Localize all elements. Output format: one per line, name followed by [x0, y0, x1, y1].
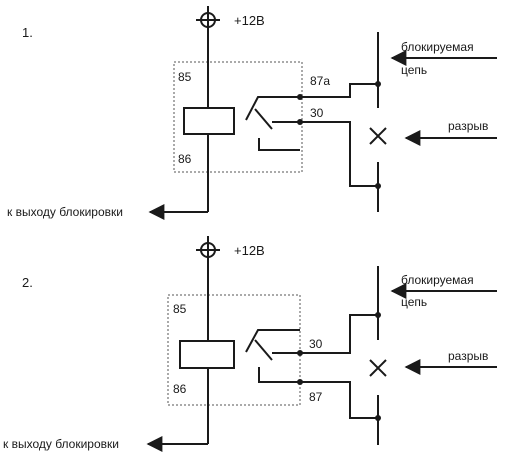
diagram-1-contact-87a: 87а — [310, 74, 330, 88]
diagram-2-coil — [179, 340, 235, 369]
diagram-1-supply-label: +12В — [234, 13, 265, 28]
diagram-1: 1. +12В 85 86 к выходу блокировки 87а 30 — [7, 6, 497, 220]
diagram-2-break-label: разрыв — [448, 349, 488, 363]
diagram-2-circuit-label-1: блокируемая — [401, 273, 474, 287]
diagram-2-number: 2. — [22, 275, 33, 290]
diagram-2-supply-label: +12В — [234, 243, 265, 258]
diagram-1-circuit-label-1: блокируемая — [401, 40, 474, 54]
diagram-1-coil — [183, 107, 235, 135]
diagram-1-output-label: к выходу блокировки — [7, 205, 123, 219]
terminal-crosshair-icon — [196, 236, 220, 264]
diagram-2-output-label: к выходу блокировки — [3, 437, 119, 451]
diagram-1-circuit-label-2: цепь — [401, 63, 427, 77]
break-x-icon — [369, 359, 387, 377]
diagram-1-pin-85: 85 — [178, 70, 192, 84]
diagram-1-pin-86: 86 — [178, 152, 192, 166]
diagram-1-switch-blade — [254, 108, 273, 130]
break-x-icon — [369, 127, 387, 145]
diagram-1-contact-30: 30 — [310, 106, 324, 120]
diagram-2-contact-30: 30 — [309, 337, 323, 351]
diagram-2-pin-86: 86 — [173, 382, 187, 396]
diagram-2-circuit-label-2: цепь — [401, 295, 427, 309]
terminal-crosshair-icon — [196, 6, 220, 34]
diagram-2: 2. +12В 85 86 к выходу блокировки 30 87 — [3, 236, 497, 452]
diagram-1-number: 1. — [22, 25, 33, 40]
diagram-1-relay-housing — [173, 61, 303, 173]
diagram-2-pin-85: 85 — [173, 302, 187, 316]
diagram-2-switch-blade — [254, 339, 273, 361]
diagram-2-relay-housing — [167, 294, 301, 406]
diagram-1-break-label: разрыв — [448, 119, 488, 133]
diagram-2-contact-87: 87 — [309, 390, 323, 404]
